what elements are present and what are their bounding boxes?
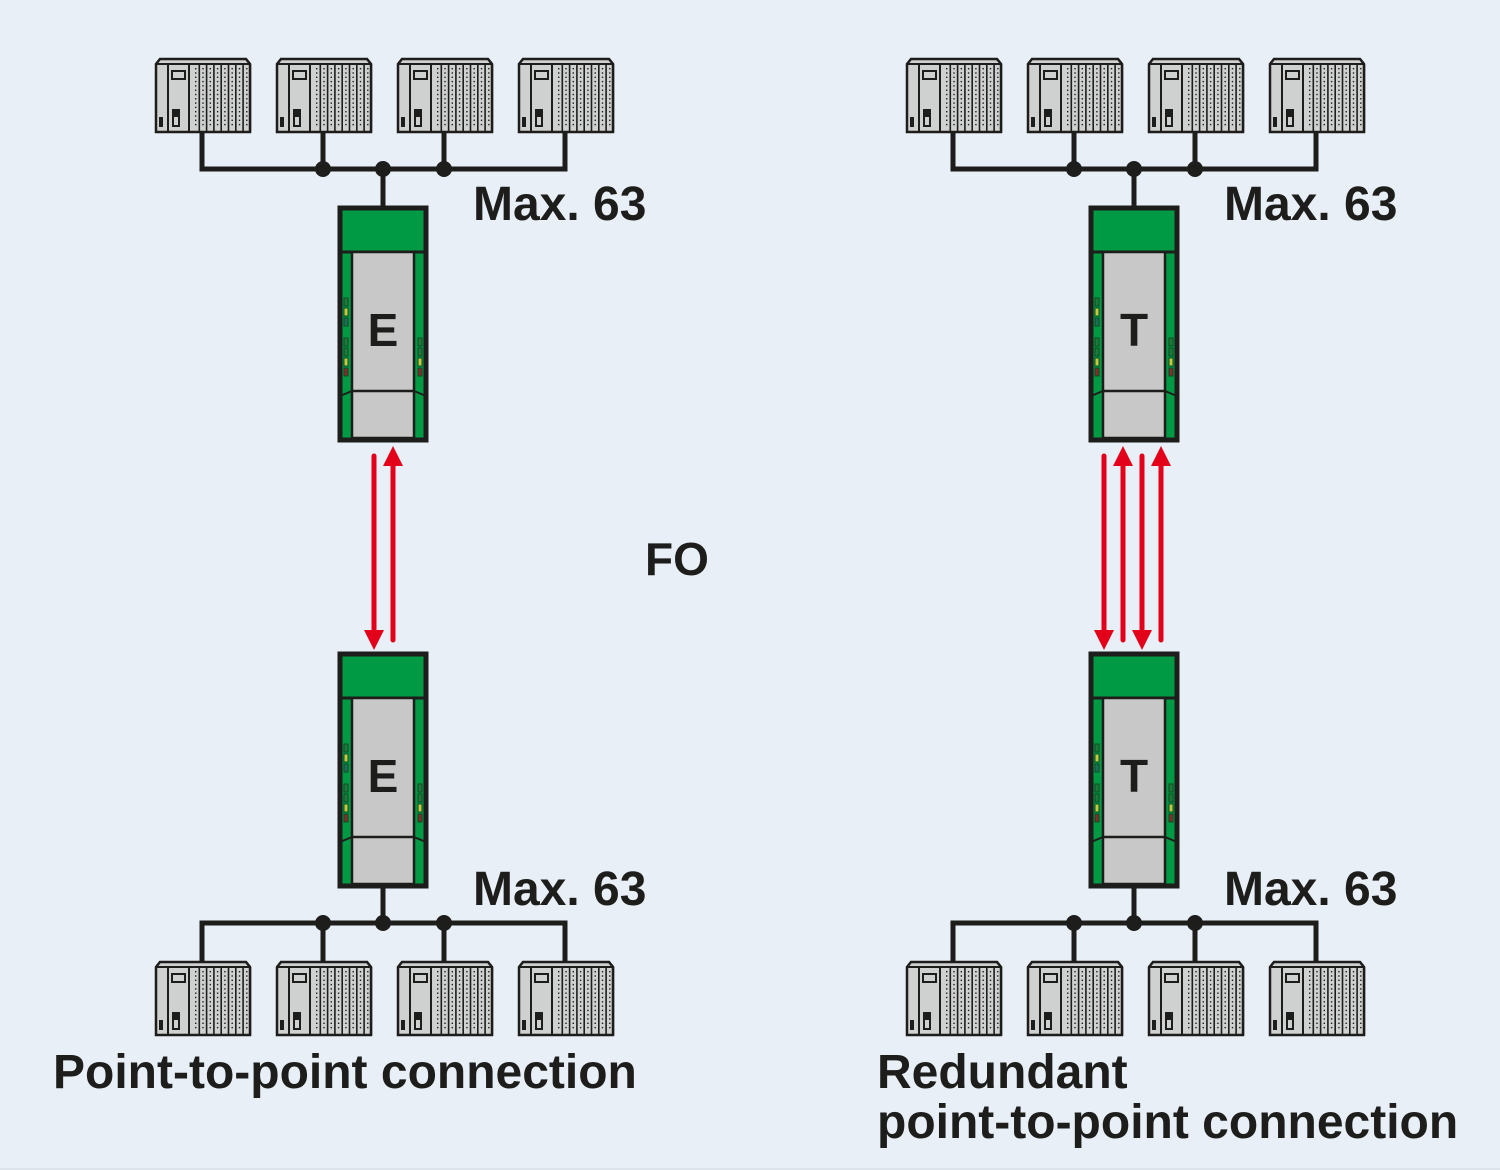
status-led: [1168, 367, 1174, 377]
plc-device: [154, 960, 252, 1037]
bus-junction-dot: [436, 161, 452, 177]
status-led: [1094, 307, 1100, 317]
status-led: [343, 763, 349, 773]
status-led: [417, 813, 423, 823]
bus-junction-dot: [1066, 161, 1082, 177]
bus-junction-dot: [315, 161, 331, 177]
left-top-bus: [154, 57, 615, 177]
status-led: [1168, 347, 1174, 357]
left-bottom-max-label: Max. 63: [473, 863, 647, 916]
left-caption: Point-to-point connection: [53, 1048, 637, 1098]
status-led: [343, 803, 349, 813]
plc-device: [154, 57, 252, 134]
plc-device: [1026, 960, 1124, 1037]
status-led: [1094, 783, 1100, 793]
status-led: [343, 337, 349, 347]
status-led: [343, 783, 349, 793]
right-top-module: T: [1088, 205, 1180, 443]
left-bottom-module: E: [337, 651, 429, 889]
status-led: [343, 317, 349, 327]
bus-junction-dot: [1187, 161, 1203, 177]
plc-device: [1147, 960, 1245, 1037]
status-led: [417, 803, 423, 813]
status-led: [343, 357, 349, 367]
status-led: [417, 337, 423, 347]
module-letter: E: [368, 750, 399, 802]
status-led: [1094, 337, 1100, 347]
status-led: [1094, 743, 1100, 753]
bus-junction-dot: [1187, 915, 1203, 931]
right-bottom-bus: [905, 915, 1366, 1037]
plc-device: [517, 57, 615, 134]
status-led: [1094, 793, 1100, 803]
plc-device: [275, 57, 373, 134]
bus-junction-dot: [375, 915, 391, 931]
bus-junction-dot: [436, 915, 452, 931]
status-led: [417, 793, 423, 803]
plc-device: [1026, 57, 1124, 134]
status-led: [343, 743, 349, 753]
status-led: [343, 753, 349, 763]
status-led: [1094, 357, 1100, 367]
status-led: [1168, 813, 1174, 823]
status-led: [343, 813, 349, 823]
plc-device: [396, 960, 494, 1037]
plc-device: [396, 57, 494, 134]
fiber-optic-label: FO: [645, 533, 709, 585]
plc-device: [1268, 960, 1366, 1037]
left-caption-line-1: Point-to-point connection: [53, 1046, 637, 1099]
plc-device: [1268, 57, 1366, 134]
status-led: [1094, 803, 1100, 813]
bus-junction-dot: [1126, 915, 1142, 931]
status-led: [1094, 367, 1100, 377]
plc-device: [517, 960, 615, 1037]
status-led: [417, 347, 423, 357]
module-letter: T: [1120, 304, 1148, 356]
status-led: [1168, 337, 1174, 347]
status-led: [343, 367, 349, 377]
status-led: [1094, 813, 1100, 823]
right-caption-line-2: point-to-point connection: [877, 1096, 1459, 1149]
status-led: [1168, 357, 1174, 367]
status-led: [1168, 793, 1174, 803]
right-bottom-module: T: [1088, 651, 1180, 889]
right-bottom-max-label: Max. 63: [1224, 863, 1398, 916]
status-led: [343, 347, 349, 357]
module-letter: T: [1120, 750, 1148, 802]
status-led: [1094, 753, 1100, 763]
left-top-module: E: [337, 205, 429, 443]
plc-device: [905, 960, 1003, 1037]
status-led: [343, 793, 349, 803]
status-led: [417, 783, 423, 793]
plc-device: [275, 960, 373, 1037]
right-caption: Redundant point-to-point connection: [877, 1048, 1458, 1148]
diagram-layer: E E T T: [154, 57, 1366, 1037]
plc-device: [905, 57, 1003, 134]
bus-junction-dot: [1066, 915, 1082, 931]
right-caption-line-1: Redundant: [877, 1046, 1128, 1099]
status-led: [343, 297, 349, 307]
bus-junction-dot: [315, 915, 331, 931]
right-top-max-label: Max. 63: [1224, 178, 1398, 231]
status-led: [417, 357, 423, 367]
status-led: [343, 307, 349, 317]
status-led: [1168, 783, 1174, 793]
plc-device: [1147, 57, 1245, 134]
status-led: [417, 367, 423, 377]
left-top-max-label: Max. 63: [473, 178, 647, 231]
bottom-border: [0, 1168, 1500, 1170]
status-led: [1094, 347, 1100, 357]
status-led: [1094, 297, 1100, 307]
left-bottom-bus: [154, 915, 615, 1037]
status-led: [1094, 317, 1100, 327]
status-led: [1168, 803, 1174, 813]
module-letter: E: [368, 304, 399, 356]
status-led: [1094, 763, 1100, 773]
right-top-bus: [905, 57, 1366, 177]
